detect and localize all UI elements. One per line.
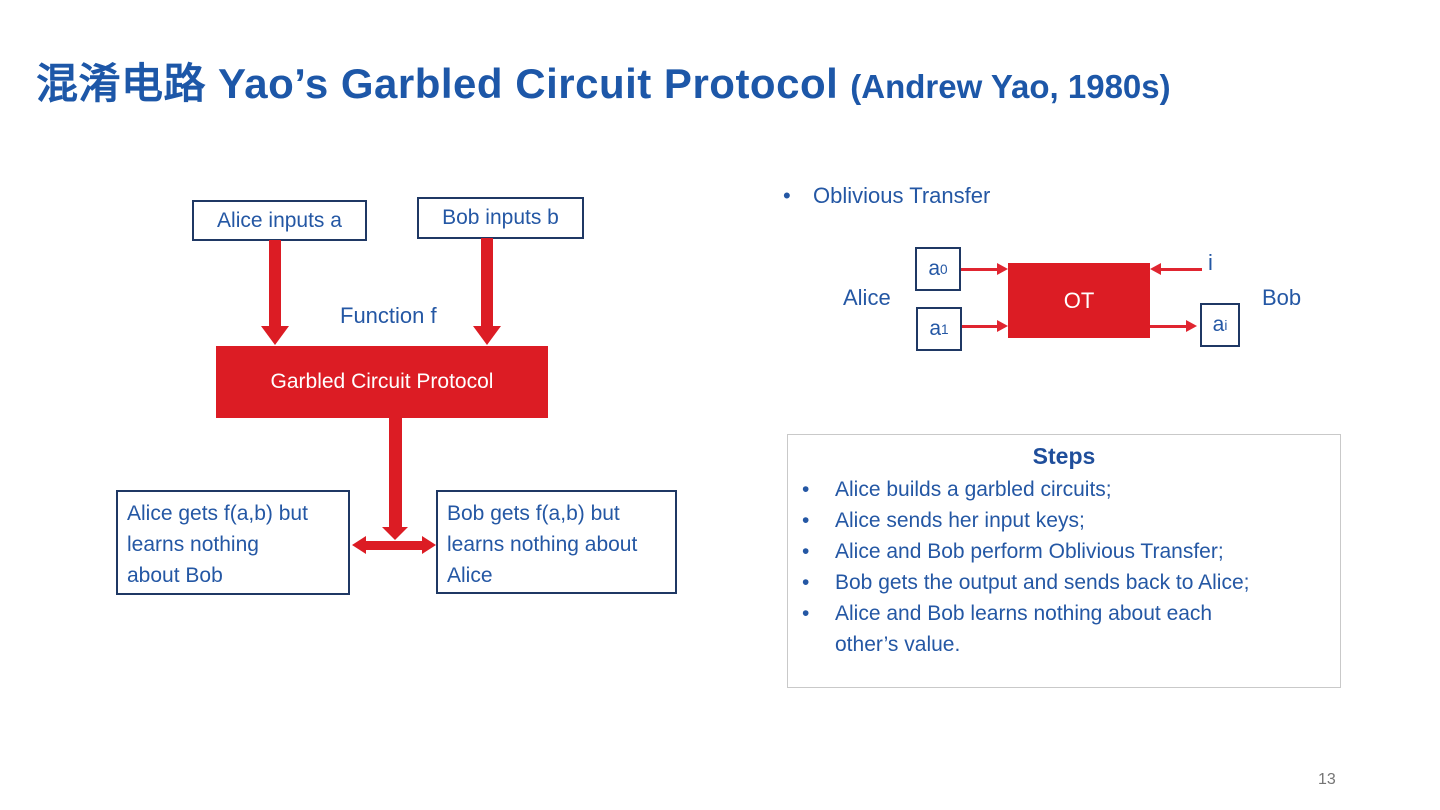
alice-result-box: Alice gets f(a,b) but learns nothing abo… <box>116 490 350 595</box>
ot-heading-bullet-icon: • <box>783 183 791 208</box>
arrow-protocol-to-results <box>389 418 402 528</box>
double-arrow-left-head-icon <box>352 536 366 554</box>
step-text: Bob gets the output and sends back to Al… <box>835 571 1250 594</box>
step-bullet-icon: • <box>802 509 810 532</box>
arrow-alice-to-protocol-head-icon <box>261 326 289 345</box>
arrow-i-to-ot-head-icon <box>1150 263 1161 275</box>
a0-subscript: 0 <box>940 261 948 277</box>
a1-label: a <box>929 317 942 340</box>
arrow-ot-to-ai-head-icon <box>1186 320 1197 332</box>
ot-bob-label: Bob <box>1262 285 1302 310</box>
step-item: • Alice sends her input keys; <box>788 505 1340 536</box>
arrow-a1-to-ot-head-icon <box>997 320 1008 332</box>
ot-box: OT <box>1008 263 1150 338</box>
title-attribution: (Andrew Yao, 1980s) <box>850 68 1171 105</box>
ot-i-label: i <box>1208 250 1213 275</box>
step-text: Alice builds a garbled circuits; <box>835 478 1112 501</box>
bob-input-box: Bob inputs b <box>417 197 584 239</box>
step-bullet-icon: • <box>802 602 810 625</box>
title-chinese: 混淆电路 <box>36 60 207 107</box>
alice-input-box: Alice inputs a <box>192 200 367 241</box>
step-bullet-icon: • <box>802 571 810 594</box>
double-arrow-right-head-icon <box>422 536 436 554</box>
step-text: Alice and Bob learns nothing about each … <box>835 602 1213 656</box>
bob-result-box: Bob gets f(a,b) but learns nothing about… <box>436 490 677 594</box>
garbled-circuit-protocol-box: Garbled Circuit Protocol <box>216 346 548 418</box>
step-item: • Alice and Bob learns nothing about eac… <box>788 598 1340 660</box>
arrow-bob-to-protocol <box>481 238 493 327</box>
step-bullet-icon: • <box>802 540 810 563</box>
arrow-ot-to-ai <box>1150 325 1188 328</box>
ai-label: a <box>1212 313 1225 336</box>
arrow-protocol-to-results-head-icon <box>382 527 408 540</box>
ai-subscript: i <box>1224 317 1228 333</box>
arrow-bob-to-protocol-head-icon <box>473 326 501 345</box>
arrow-a1-to-ot <box>962 325 999 328</box>
title-english: Yao’s Garbled Circuit Protocol <box>218 60 839 107</box>
a0-label: a <box>928 257 941 280</box>
page-number: 13 <box>1318 771 1336 788</box>
double-arrow-results <box>365 541 423 550</box>
ot-heading: Oblivious Transfer <box>813 183 991 208</box>
arrow-a0-to-ot <box>961 268 999 271</box>
ot-alice-label: Alice <box>843 285 891 310</box>
step-text: Alice and Bob perform Oblivious Transfer… <box>835 540 1224 563</box>
arrow-a0-to-ot-head-icon <box>997 263 1008 275</box>
step-text: Alice sends her input keys; <box>835 509 1085 532</box>
arrow-i-to-ot <box>1159 268 1202 271</box>
step-item: • Bob gets the output and sends back to … <box>788 567 1340 598</box>
steps-box: Steps • Alice builds a garbled circuits;… <box>787 434 1341 688</box>
step-bullet-icon: • <box>802 478 810 501</box>
step-item: • Alice builds a garbled circuits; <box>788 474 1340 505</box>
steps-title: Steps <box>1032 443 1096 469</box>
a1-subscript: 1 <box>941 321 949 337</box>
arrow-alice-to-protocol <box>269 240 281 327</box>
step-item: • Alice and Bob perform Oblivious Transf… <box>788 536 1340 567</box>
function-label: Function f <box>340 303 437 328</box>
